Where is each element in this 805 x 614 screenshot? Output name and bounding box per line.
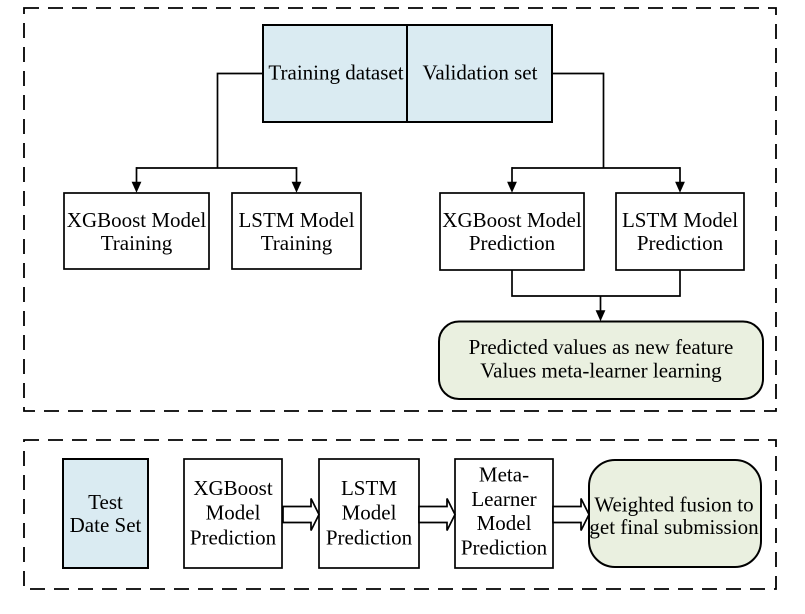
svg-text:Date Set: Date Set — [70, 513, 142, 537]
svg-text:XGBoost Model: XGBoost Model — [67, 208, 207, 232]
svg-text:XGBoost: XGBoost — [193, 476, 273, 500]
svg-text:Weighted fusion to: Weighted fusion to — [594, 493, 753, 517]
svg-text:Training: Training — [261, 231, 333, 255]
svg-text:XGBoost Model: XGBoost Model — [442, 208, 582, 232]
svg-text:Values meta-learner learning: Values meta-learner learning — [480, 359, 722, 383]
svg-text:Prediction: Prediction — [190, 525, 277, 549]
svg-text:LSTM Model: LSTM Model — [238, 208, 354, 232]
svg-text:LSTM Model: LSTM Model — [622, 208, 738, 232]
svg-text:Training: Training — [101, 231, 173, 255]
svg-text:LSTM: LSTM — [341, 476, 397, 500]
svg-text:Predicted values as new featur: Predicted values as new feature — [469, 335, 734, 359]
svg-text:Model: Model — [206, 501, 261, 525]
svg-text:Meta-: Meta- — [479, 462, 529, 486]
svg-text:Prediction: Prediction — [326, 525, 413, 549]
svg-text:Training dataset: Training dataset — [268, 61, 403, 85]
svg-text:get final submission: get final submission — [589, 515, 759, 539]
svg-text:Prediction: Prediction — [469, 231, 556, 255]
svg-text:Model: Model — [342, 501, 397, 525]
svg-text:Model: Model — [477, 511, 532, 535]
svg-text:Test: Test — [88, 490, 123, 514]
svg-text:Validation set: Validation set — [423, 61, 538, 85]
svg-text:Learner: Learner — [471, 487, 536, 511]
svg-text:Prediction: Prediction — [637, 231, 724, 255]
svg-text:Prediction: Prediction — [461, 536, 548, 560]
